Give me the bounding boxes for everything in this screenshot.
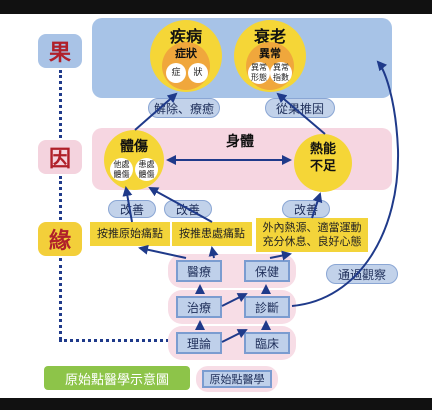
body-title: 身體 — [226, 134, 254, 150]
heat-circle — [294, 134, 352, 192]
disease-title: 疾病 — [169, 27, 202, 46]
press-origin-box: 按推原始痛點 — [90, 222, 170, 246]
diagnose-box: 診斷 — [244, 296, 290, 318]
arrow-medical-up-2 — [208, 246, 219, 259]
other-injury: 他處 體傷 — [110, 158, 133, 181]
arrow-cross-1 — [221, 293, 248, 307]
arrow-medical-up-1 — [138, 244, 187, 259]
improve-pill-3: 改善 — [282, 200, 330, 218]
theory-box: 理論 — [176, 332, 222, 354]
infer-pill: 從果推因 — [265, 98, 335, 118]
lifestyle-box: 外內熱源、適當運動 充分休息、良好心態 — [256, 218, 368, 252]
aging-inner-label: 異常 — [259, 47, 281, 60]
press-affected-box: 按推患處痛點 — [172, 222, 252, 246]
affected-injury: 患處 體傷 — [135, 158, 158, 181]
dotted-connector-1 — [59, 70, 62, 138]
observe-pill: 通過觀察 — [326, 264, 398, 284]
top-black-bar — [0, 0, 432, 14]
diagram-title: 原始點醫學示意圖 — [44, 366, 190, 390]
aging-title: 衰老 — [253, 27, 286, 46]
heat-title: 熱能 不足 — [309, 142, 336, 174]
dotted-connector-3 — [59, 258, 62, 340]
dotted-connector-4 — [59, 339, 169, 342]
arrow-infer — [276, 92, 326, 135]
disease-inner-label: 症狀 — [175, 47, 197, 60]
label-guo: 果 — [38, 34, 82, 68]
abnormal-index: 異常 指數 — [270, 62, 292, 84]
arrow-observe — [291, 60, 400, 307]
symptom-left: 症 — [166, 63, 186, 83]
injury-title: 體傷 — [120, 139, 148, 155]
arrow-improve-2 — [148, 187, 213, 223]
symptom-right: 狀 — [188, 63, 208, 83]
medical-box: 醫療 — [176, 260, 222, 282]
bottom-black-bar — [0, 398, 432, 410]
health-box: 保健 — [244, 260, 290, 282]
clinical-box: 臨床 — [244, 332, 290, 354]
arrow-improve-1 — [122, 186, 133, 223]
arrow-health-up — [269, 250, 292, 261]
arrow-relieve — [134, 92, 178, 131]
label-yuan: 緣 — [38, 222, 82, 256]
improve-pill-1: 改善 — [108, 200, 156, 218]
brand-box: 原始點醫學 — [202, 370, 272, 388]
arrow-cross-2 — [221, 329, 248, 343]
treat-box: 治療 — [176, 296, 222, 318]
dotted-connector-2 — [59, 176, 62, 220]
label-yin: 因 — [38, 140, 82, 174]
arrow-improve-3 — [311, 192, 323, 219]
abnormal-form: 異常 形態 — [248, 62, 270, 84]
